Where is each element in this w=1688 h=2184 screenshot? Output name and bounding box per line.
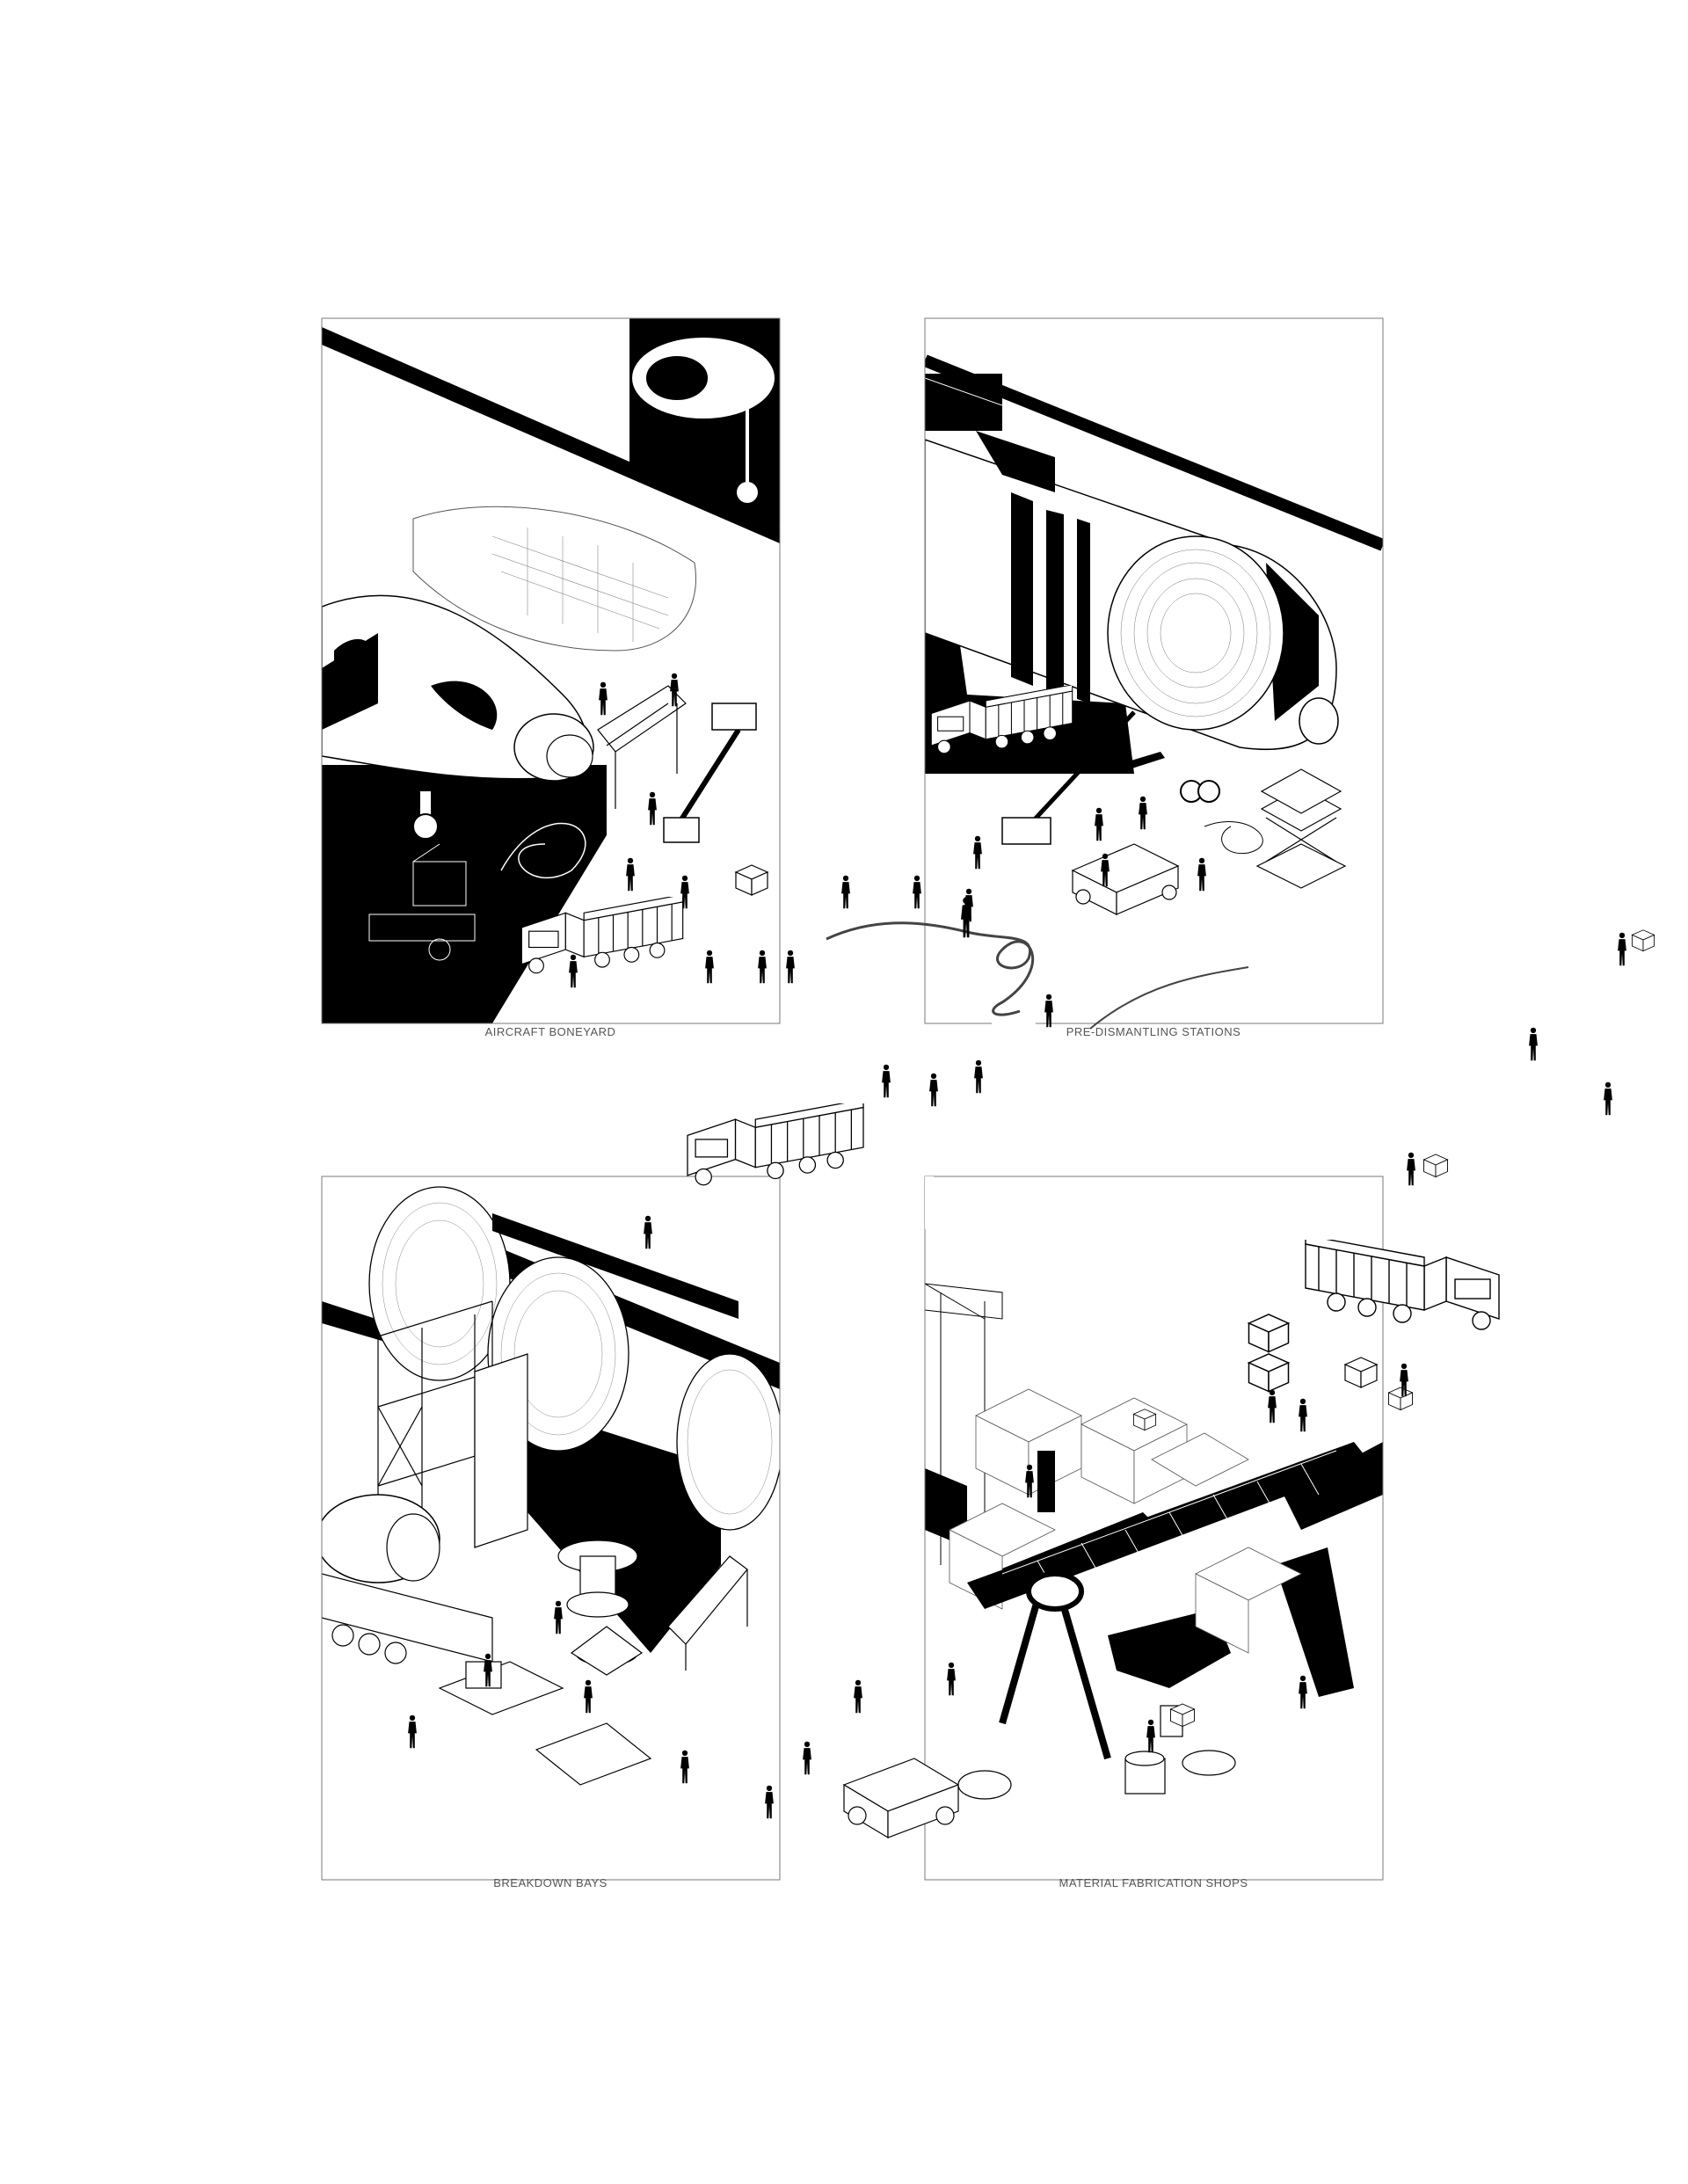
panel-breakdown-bays [321,1176,781,1881]
panel-label-breakdown-bays: BREAKDOWN BAYS [493,1876,608,1889]
panel-label-material-fabrication-shops: MATERIAL FABRICATION SHOPS [1059,1876,1248,1889]
panel-label-pre-dismantling-stations: PRE-DISMANTLING STATIONS [1066,1025,1241,1038]
panel-material-fabrication-shops [924,1176,1384,1881]
panel-aircraft-boneyard [321,317,781,1024]
panel-label-aircraft-boneyard: AIRCRAFT BONEYARD [484,1025,616,1038]
connecting-scene [644,875,1655,1839]
panel-pre-dismantling-stations [924,317,1384,1028]
